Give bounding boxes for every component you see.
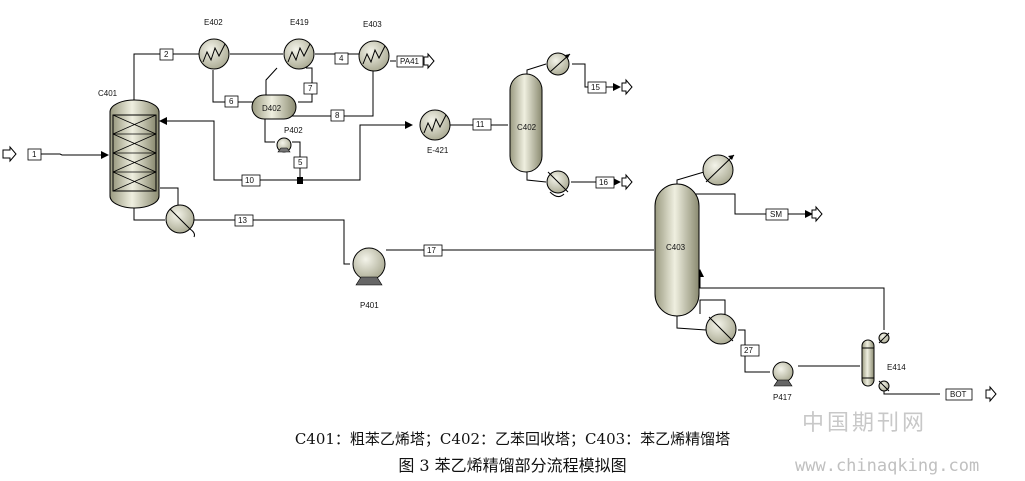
exchanger-e403 [358, 40, 390, 72]
s15-arrow [621, 78, 633, 96]
pa41-arrow [423, 52, 435, 70]
s16-arrow [621, 173, 633, 191]
stream-2: 2 [164, 50, 169, 59]
stream-11: 11 [476, 120, 485, 129]
label-e421: E-421 [427, 146, 449, 155]
stream-16: 16 [599, 178, 608, 187]
label-c402: C402 [517, 123, 537, 132]
stream-15: 15 [591, 83, 600, 92]
watermark-site-name: 中国期刊网 [802, 411, 928, 436]
pump-p402 [276, 137, 292, 153]
drum-d402 [251, 94, 297, 120]
exchanger-e421 [419, 109, 451, 141]
stream-4: 4 [339, 54, 344, 63]
figure-legend: C401：粗苯乙烯塔；C402：乙苯回收塔；C403：苯乙烯精馏塔 [294, 430, 731, 448]
condenser-c402 [546, 52, 571, 76]
stream-10: 10 [245, 176, 254, 185]
column-c403 [654, 183, 700, 317]
label-p417: P417 [773, 393, 792, 402]
condenser-c403 [702, 154, 735, 186]
figure-title: 图 3 苯乙烯精馏部分流程模拟图 [398, 456, 627, 475]
stream-8: 8 [335, 111, 340, 120]
reboiler-c403 [705, 313, 737, 345]
label-e419: E419 [290, 18, 309, 27]
stream-7: 7 [308, 84, 313, 93]
label-c403: C403 [666, 243, 686, 252]
stream-6: 6 [229, 97, 234, 106]
label-c401: C401 [98, 89, 118, 98]
label-e403: E403 [363, 20, 382, 29]
watermark-url: www.chinaqking.com [795, 456, 980, 476]
label-p402: P402 [284, 126, 303, 135]
exchanger-e402 [198, 38, 230, 70]
label-e402: E402 [204, 18, 223, 27]
exchanger-e419 [283, 38, 315, 70]
column-c401 [109, 99, 160, 209]
stream-5: 5 [298, 158, 303, 167]
label-p401: P401 [360, 301, 379, 310]
stream-bot: BOT [950, 390, 967, 399]
feed-arrow [2, 145, 17, 163]
stream-13: 13 [238, 216, 247, 225]
stream-17: 17 [427, 246, 436, 255]
stream-sm: SM [770, 210, 782, 219]
reboiler-c401 [165, 204, 195, 238]
stream-27: 27 [744, 346, 753, 355]
mixer-node [297, 177, 303, 184]
sm-arrow [811, 205, 823, 223]
reboiler-c402 [546, 170, 570, 198]
pump-p417 [772, 361, 794, 387]
stream-pa41: PA41 [400, 57, 420, 66]
pump-p401 [352, 247, 386, 286]
label-d402: D402 [262, 104, 282, 113]
column-c402 [509, 73, 543, 173]
process-flow-diagram: 1 2 4 5 6 7 8 10 11 13 15 16 17 27 PA41 … [2, 18, 997, 403]
exchanger-e414 [861, 332, 890, 392]
label-e414: E414 [887, 363, 906, 372]
stream-1: 1 [32, 150, 37, 159]
bot-arrow [985, 385, 997, 403]
